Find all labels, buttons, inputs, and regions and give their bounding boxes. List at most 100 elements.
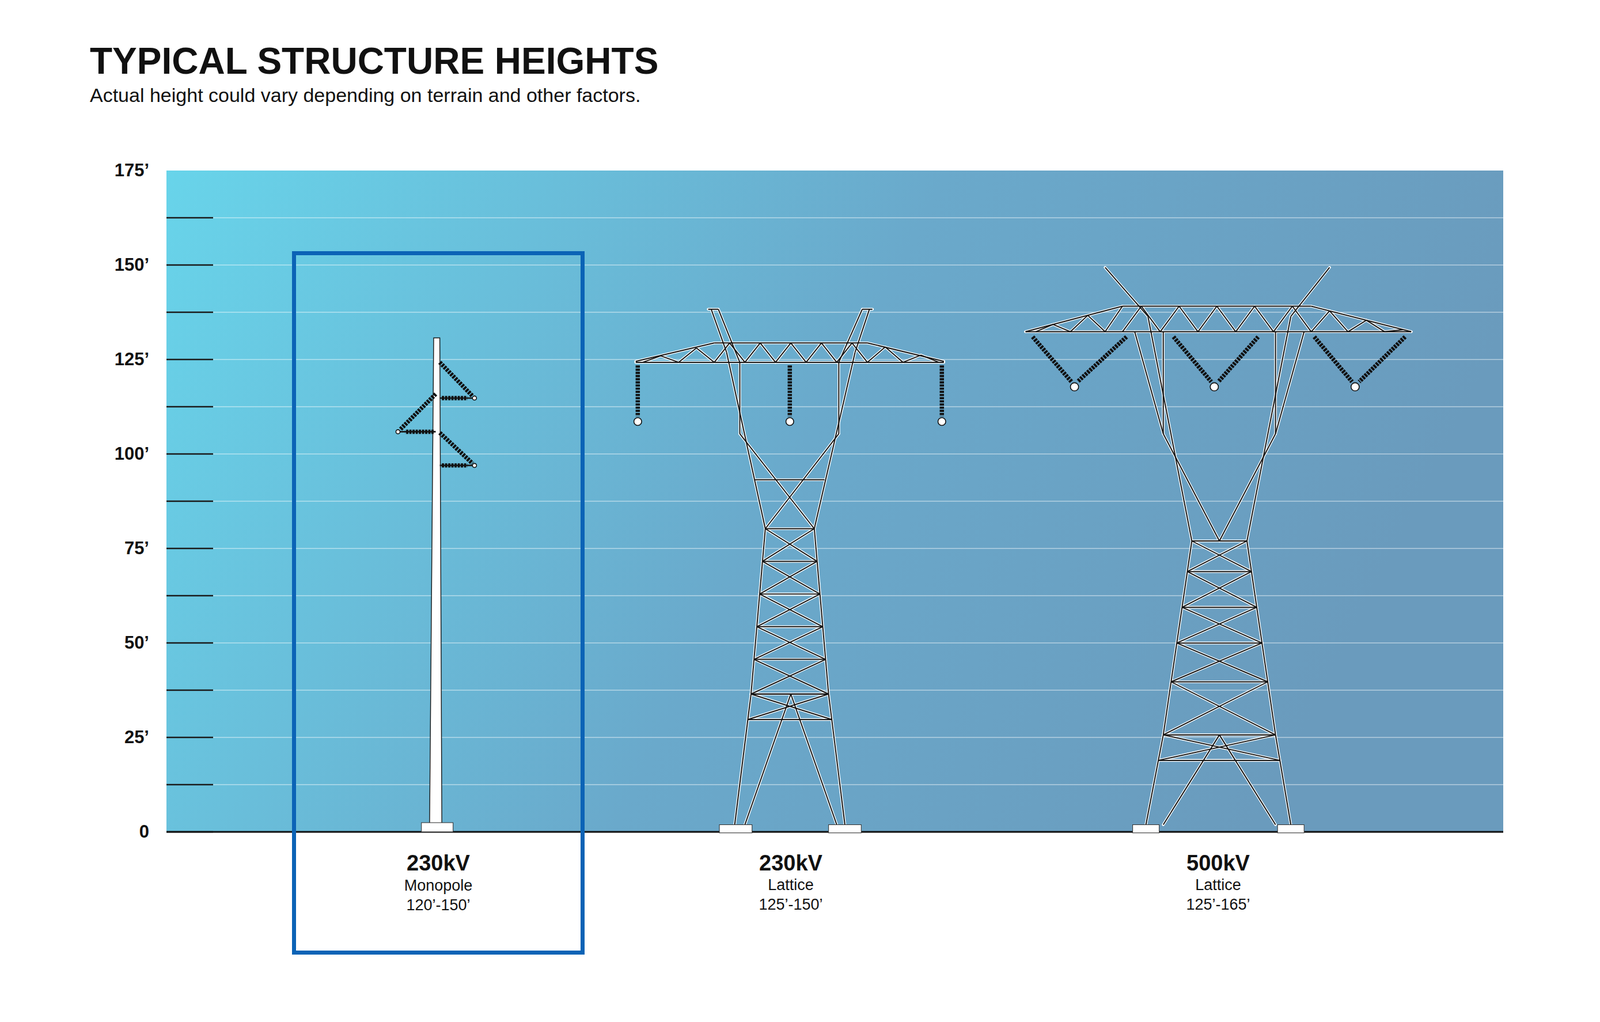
lattice-member (1025, 306, 1123, 332)
insulator (1359, 336, 1406, 382)
lattice-member (920, 354, 939, 363)
conductor-clamp (395, 429, 400, 434)
lattice-member (1181, 571, 1251, 608)
lattice-member (765, 528, 818, 562)
grid-line (213, 594, 1504, 597)
conductor-clamp (1070, 382, 1079, 391)
lattice-member (734, 694, 752, 825)
lattice-member (756, 593, 821, 627)
lattice-member (862, 308, 873, 310)
lattice-member (1366, 320, 1385, 332)
axis-tick (166, 594, 214, 597)
height-range: 125’-150’ (758, 895, 823, 914)
axis-tick (166, 500, 214, 503)
conductor-clamp (1210, 382, 1219, 391)
lattice-member (762, 528, 815, 562)
lattice-member (1216, 306, 1236, 332)
lattice-member (756, 626, 826, 660)
lattice-member (855, 309, 870, 352)
lattice-member (814, 351, 856, 529)
axis-tick (166, 642, 214, 644)
lattice-member (760, 342, 776, 363)
lattice-member (1219, 734, 1276, 825)
lattice-member (765, 433, 840, 529)
lattice-member (756, 593, 821, 627)
grid-line (213, 358, 1504, 360)
lattice-member (920, 354, 939, 363)
insulator (440, 362, 473, 396)
lattice-member (759, 560, 818, 594)
lattice-member (1163, 734, 1276, 736)
lattice-member (678, 347, 697, 363)
grid-line (213, 736, 1504, 738)
lattice-member (642, 355, 661, 363)
grid-lines (166, 217, 1504, 832)
insulator (635, 365, 640, 417)
monopole-arm (440, 464, 475, 467)
lattice-member (751, 659, 826, 695)
lattice-member (806, 342, 822, 363)
lattice-member (1219, 433, 1276, 541)
lattice-member (1191, 540, 1252, 572)
lattice-member (1052, 324, 1071, 332)
height-range: 120’-150’ (406, 895, 470, 915)
lattice-member (1162, 331, 1165, 434)
lattice-member (1347, 320, 1367, 332)
lattice-member (862, 308, 873, 312)
lattice-member (762, 560, 818, 562)
lattice-member (1176, 642, 1268, 682)
insulator (441, 395, 468, 400)
lattice-member (1384, 329, 1404, 332)
voltage-label: 500kV (1186, 850, 1250, 877)
lattice-member (1273, 306, 1293, 332)
lattice-member (790, 342, 807, 363)
lattice-member (1025, 330, 1412, 333)
lattice-member (851, 342, 868, 363)
lattice-member (1275, 331, 1305, 434)
axis-label: 50’ (124, 632, 150, 654)
lattice-member (1275, 331, 1277, 434)
lattice-member (814, 351, 856, 529)
lattice-member (838, 309, 863, 363)
lattice-member (1178, 306, 1198, 332)
lattice-member (753, 659, 829, 695)
chart-title: TYPICAL STRUCTURE HEIGHTS (89, 42, 659, 80)
grid-line (213, 453, 1504, 455)
axis-tick (166, 736, 214, 739)
lattice-member (753, 626, 823, 660)
lattice-member (1187, 571, 1257, 608)
lattice-member (1366, 320, 1385, 332)
lattice-member (1292, 306, 1312, 332)
lattice-member (756, 626, 823, 628)
lattice-member (751, 528, 766, 695)
lattice-member (1254, 306, 1274, 332)
lattice-member (708, 308, 719, 310)
lattice-member (1329, 311, 1349, 332)
lattice-member (739, 433, 814, 529)
lattice-member (747, 718, 832, 722)
lattice-member (1158, 759, 1280, 762)
lattice-member (1052, 324, 1071, 332)
lattice-member (759, 593, 821, 595)
lattice-member (660, 355, 679, 363)
lattice-member (751, 692, 829, 696)
lattice-member (1311, 311, 1330, 332)
insulator (1032, 336, 1072, 382)
lattice-member (678, 347, 697, 363)
lattice-member (762, 560, 821, 594)
footing (1132, 824, 1160, 833)
lattice-member (1170, 642, 1262, 682)
lattice-member (1292, 306, 1312, 332)
lattice-member (821, 342, 837, 363)
axis-label: 100’ (114, 443, 150, 465)
axis-label: 175’ (114, 160, 150, 181)
lattice-member (751, 693, 829, 695)
lattice-member (1087, 315, 1106, 332)
lattice-member (838, 309, 863, 363)
lattice-member (1163, 681, 1268, 735)
conductor-clamp (634, 417, 642, 426)
lattice-member (738, 362, 742, 434)
lattice-member (821, 342, 837, 363)
insulator (1314, 336, 1353, 382)
insulator (441, 463, 468, 468)
